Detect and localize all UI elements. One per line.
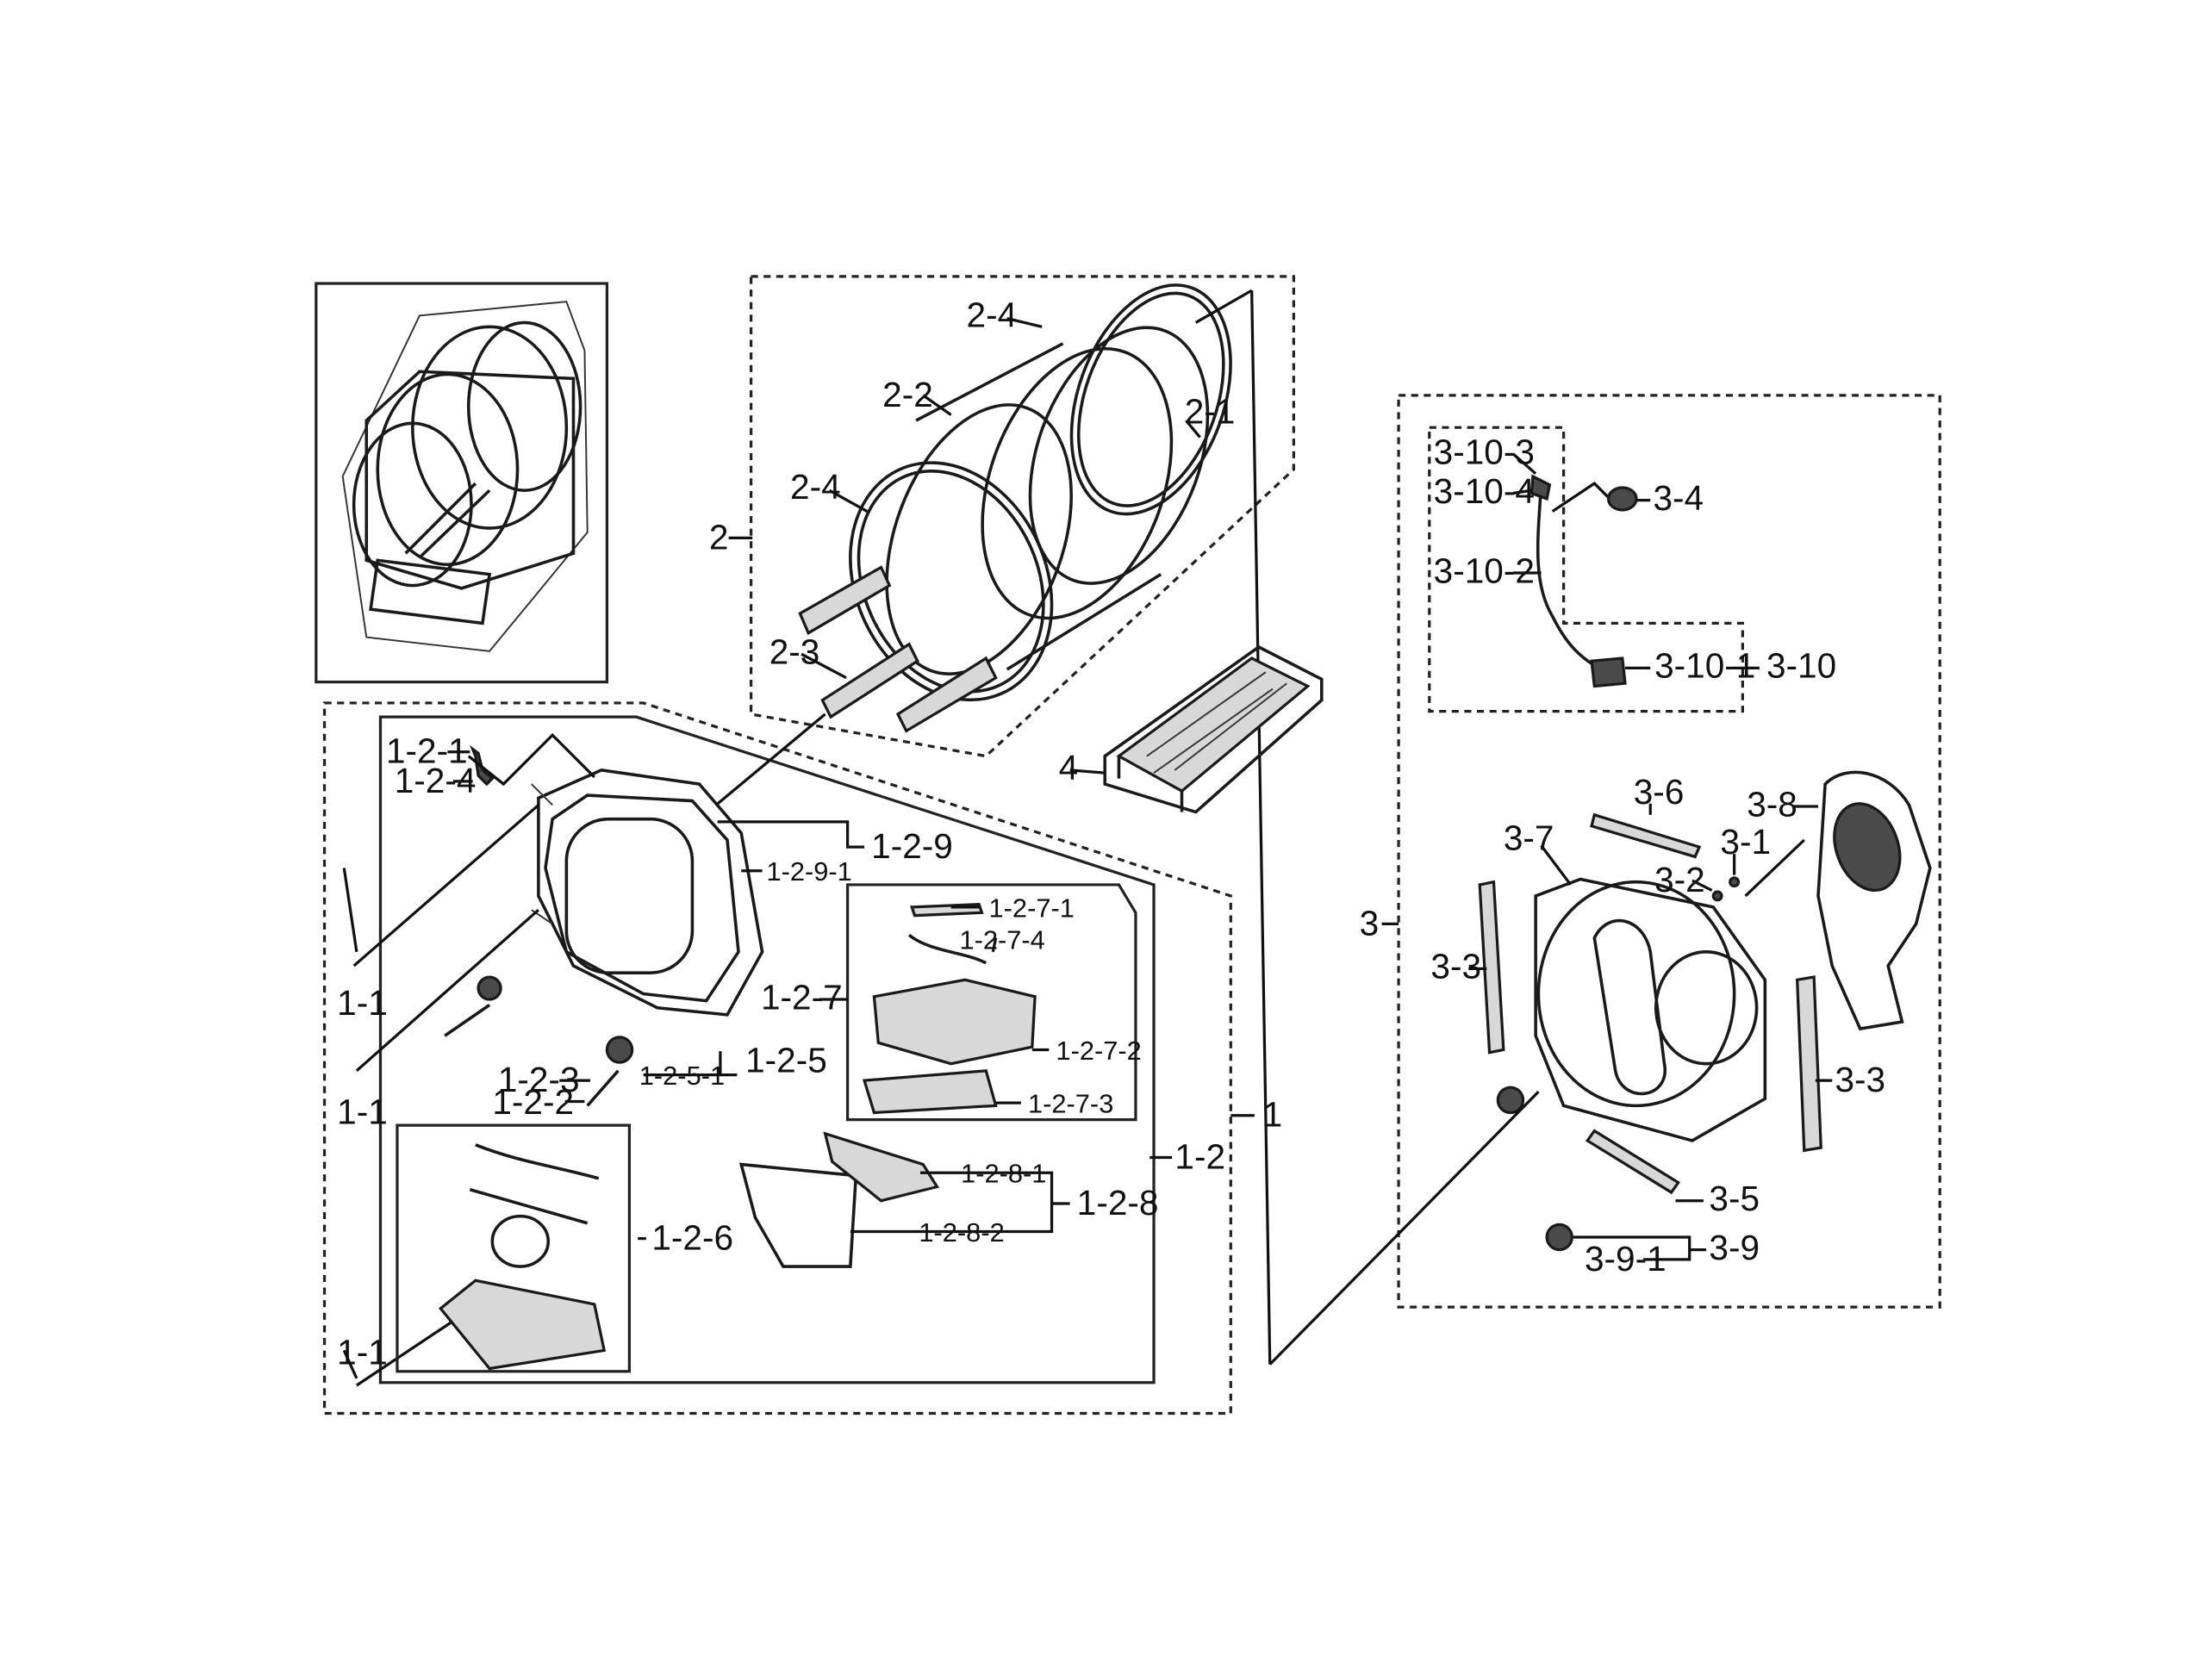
label-1-2-7-3: 1-2-7-3 <box>1028 1089 1113 1119</box>
label-1-2-4: 1-2-4 <box>395 761 477 800</box>
overview-thumbnail <box>315 282 609 684</box>
label-3: 3 <box>1360 903 1380 943</box>
label-1-2-7: 1-2-7 <box>761 977 843 1017</box>
label-1-2-7-2: 1-2-7-2 <box>1056 1036 1141 1066</box>
label-3-6: 3-6 <box>1634 772 1685 812</box>
label-3-10-3: 3-10-3 <box>1434 432 1535 471</box>
group-2-drum <box>749 275 1295 1365</box>
label-1-2-8-2: 1-2-8-2 <box>919 1217 1004 1248</box>
label-3-10-2: 3-10-2 <box>1434 551 1535 590</box>
label-1-2-5: 1-2-5 <box>745 1040 827 1080</box>
label-1-2-8-1: 1-2-8-1 <box>961 1159 1046 1189</box>
label-3-8: 3-8 <box>1747 784 1797 824</box>
label-1-2-5-1: 1-2-5-1 <box>639 1061 725 1091</box>
label-2-3: 2-3 <box>769 632 820 671</box>
label-2-4-front: 2-4 <box>790 467 841 507</box>
label-1-2: 1-2 <box>1174 1136 1225 1176</box>
label-2-2: 2-2 <box>882 375 933 414</box>
label-1-2-7-1: 1-2-7-1 <box>989 893 1075 923</box>
group-3-rear <box>1268 394 1941 1366</box>
label-2: 2 <box>709 517 729 557</box>
part-4-filter <box>1103 644 1324 814</box>
label-3-10-1: 3-10-1 <box>1654 646 1755 686</box>
label-1-2-1: 1-2-1 <box>386 731 468 771</box>
label-2-1: 2-1 <box>1185 391 1236 431</box>
label-1-1-middle: 1-1 <box>337 1092 388 1131</box>
label-1-1-upper: 1-1 <box>337 983 388 1023</box>
label-3-7: 3-7 <box>1504 818 1554 857</box>
callout-labels: 2 2-4 2-2 2-1 2-4 2-3 4 1 1-1 1-1 1-1 1-… <box>337 295 1885 1372</box>
label-3-3-left: 3-3 <box>1430 947 1481 986</box>
label-1-1-lower: 1-1 <box>337 1333 388 1372</box>
label-3-2: 3-2 <box>1654 860 1705 899</box>
label-1-2-6: 1-2-6 <box>651 1218 733 1258</box>
label-3-5: 3-5 <box>1709 1179 1760 1218</box>
label-3-10: 3-10 <box>1766 646 1836 686</box>
label-1-2-3: 1-2-3 <box>498 1060 580 1099</box>
label-3-3-right: 3-3 <box>1835 1060 1885 1099</box>
label-1-2-2: 1-2-2 <box>492 1082 574 1122</box>
leader-lines <box>342 317 1833 1379</box>
label-1-2-9: 1-2-9 <box>871 826 953 866</box>
label-2-4-top: 2-4 <box>967 295 1018 334</box>
label-4: 4 <box>1059 748 1079 787</box>
label-3-9-1: 3-9-1 <box>1585 1239 1667 1279</box>
label-1: 1 <box>1263 1095 1283 1135</box>
label-1-2-8: 1-2-8 <box>1077 1183 1159 1223</box>
label-3-4: 3-4 <box>1653 478 1704 518</box>
label-3-9: 3-9 <box>1709 1228 1760 1267</box>
label-3-10-4: 3-10-4 <box>1434 471 1535 511</box>
label-3-1: 3-1 <box>1720 822 1771 862</box>
label-1-2-7-4: 1-2-7-4 <box>959 925 1044 955</box>
label-1-2-9-1: 1-2-9-1 <box>766 856 851 887</box>
